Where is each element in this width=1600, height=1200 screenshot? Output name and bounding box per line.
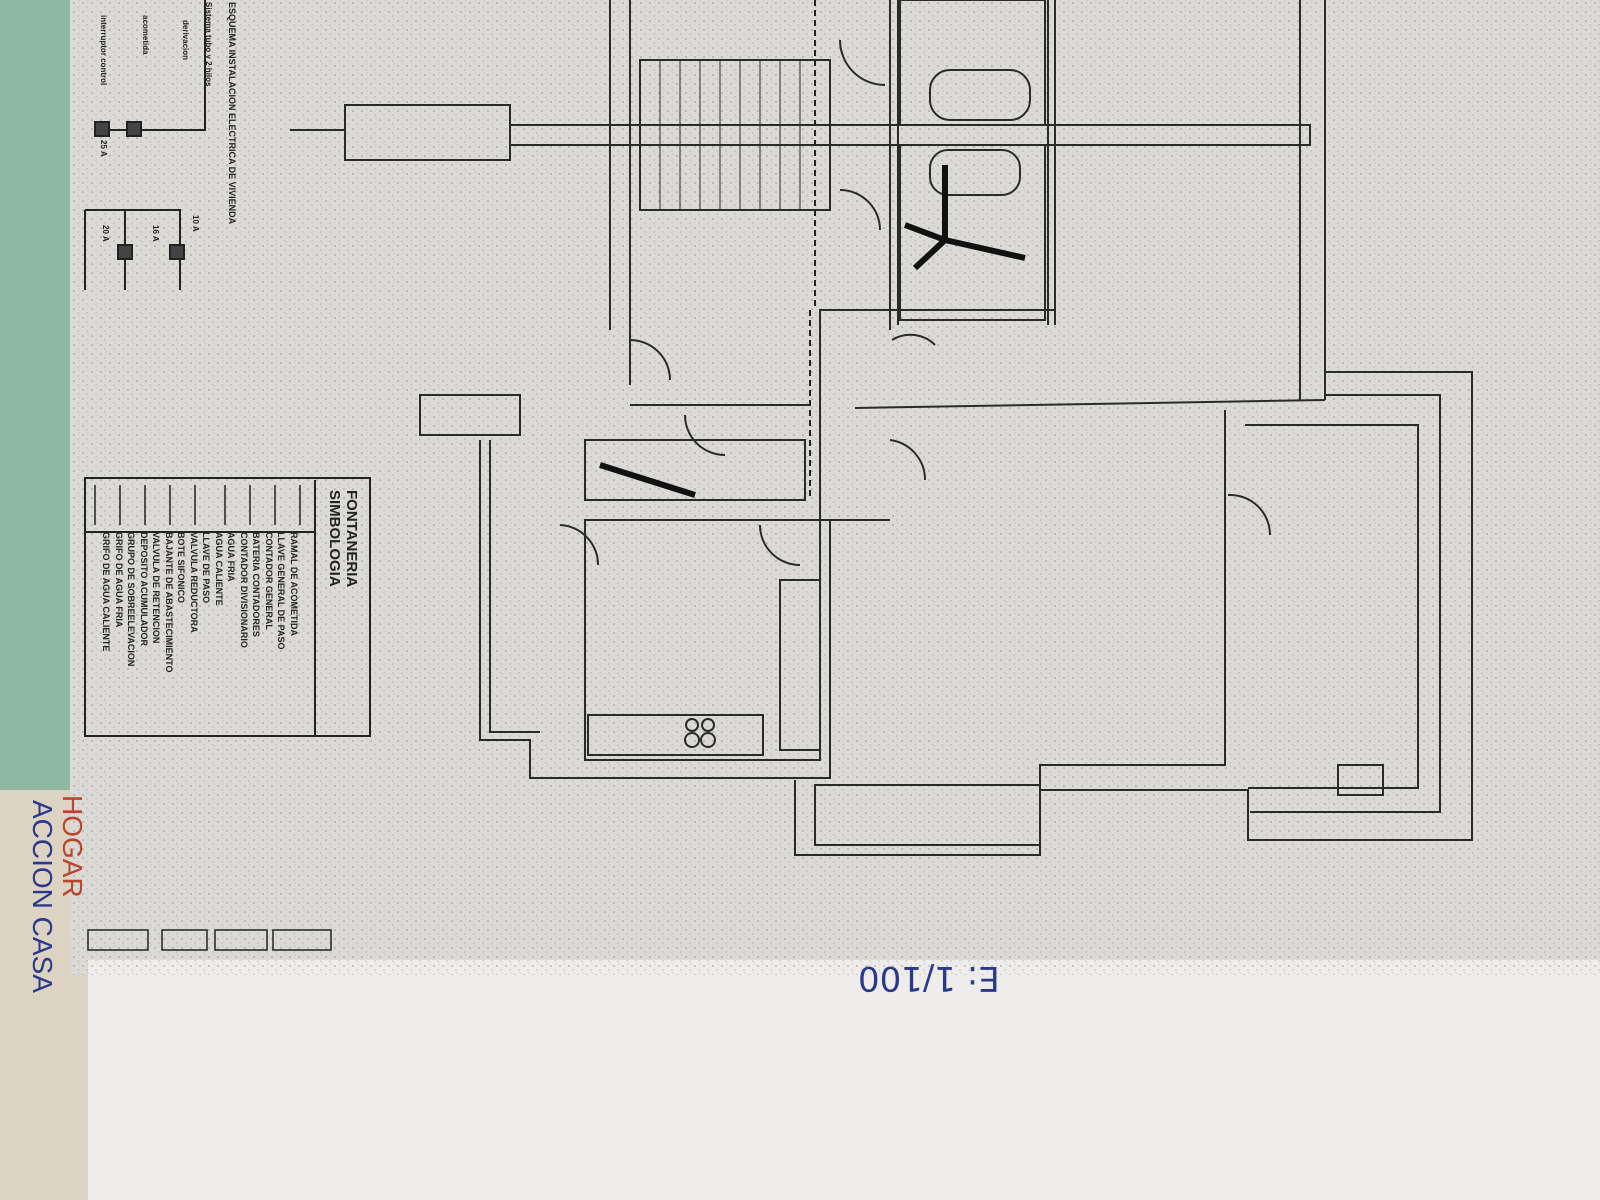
plumbing-pipes <box>599 165 1026 498</box>
legend-title-line1: FONTANERIA <box>343 490 360 588</box>
legend-item: RAMAL DE ACOMETIDA <box>289 532 299 636</box>
legend-item: GRUPO DE SOBREELEVACION <box>126 532 137 667</box>
walls <box>290 0 1473 856</box>
legend-item: VALVULA DE RETENCION <box>151 532 162 644</box>
electrical-subtitle: Sistema tubo y 2 hilos <box>204 2 213 87</box>
margin-note: ACCION CASA <box>27 800 58 993</box>
elec-label: 10 A <box>191 215 200 232</box>
elec-label: 20 A <box>101 225 110 242</box>
elec-label: 25 A <box>99 140 108 157</box>
green-background <box>0 0 82 790</box>
legend-frame <box>84 477 371 737</box>
legend-title-line2: SIMBOLOGIA <box>326 490 343 587</box>
legend-item: LLAVE DE PASO <box>201 532 212 604</box>
legend-item: CONTADOR GENERAL <box>264 532 274 630</box>
elec-label: derivacion <box>181 20 190 61</box>
legend-item: GRIFO DE AGUA FRIA <box>114 532 124 628</box>
blank-paper-margin <box>88 960 1600 1200</box>
legend-item: AGUA FRIA <box>226 532 237 582</box>
legend-title: FONTANERIA SIMBOLOGIA <box>326 490 360 587</box>
electrical-title: ESQUEMA INSTALACION ELECTRICA DE VIVIEND… <box>227 2 237 225</box>
electrical-schema <box>84 0 206 290</box>
legend-items: RAMAL DE ACOMETIDA LLAVE GENERAL DE PASO… <box>100 532 300 673</box>
legend-item: AGUA CALIENTE <box>214 532 224 606</box>
legend-item: LLAVE GENERAL DE PASO <box>276 532 287 650</box>
legend-item: BAJANTE DE ABASTECIMIENTO <box>164 532 174 673</box>
elec-label: interruptor control <box>99 15 108 86</box>
legend-symbols <box>94 485 301 525</box>
bottom-title-boxes <box>87 929 332 951</box>
elec-label: 16 A <box>151 225 160 242</box>
legend-item: BATERIA CONTADORES <box>251 532 262 637</box>
legend-item: DEPOSITO ACUMULADOR <box>139 532 149 647</box>
scale-note: E: 1/100 <box>858 958 1000 998</box>
legend-item: VALVULA REDUCTORA <box>189 532 199 633</box>
hidden-lines <box>809 0 816 500</box>
legend-item: CONTADOR DIVISIONARIO <box>239 532 249 648</box>
margin-note: HOGAR <box>57 795 88 898</box>
elec-label: acometida <box>141 15 150 55</box>
legend-item: GRIFO DE AGUA CALIENTE <box>101 532 112 652</box>
legend-item: BOTE SIFONICO <box>176 532 187 604</box>
